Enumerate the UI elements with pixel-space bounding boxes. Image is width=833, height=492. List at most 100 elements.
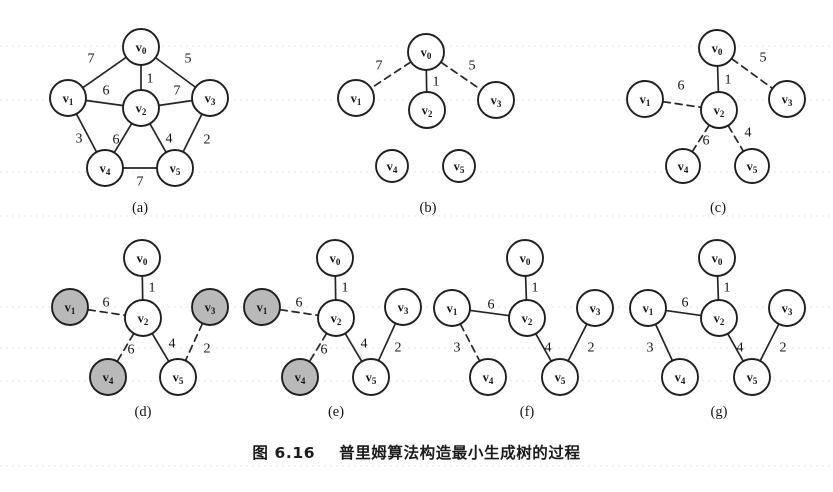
graph-node-label-v2: v2 bbox=[422, 104, 433, 120]
graph-node-v2 bbox=[124, 299, 162, 337]
graph-edge-v1-v2 bbox=[662, 100, 702, 109]
edge-group bbox=[370, 61, 482, 93]
graph-node-label-v5: v5 bbox=[170, 162, 181, 178]
graph-node-v1 bbox=[51, 288, 89, 326]
graph-node-label-v5: v5 bbox=[454, 160, 465, 176]
graph-node-label-v3: v3 bbox=[205, 92, 216, 108]
graph-edge-v2-v3 bbox=[158, 99, 193, 107]
edge-weight-label: 6 bbox=[321, 343, 328, 358]
panel-caption-b: (b) bbox=[420, 200, 437, 216]
graph-node-label-v5: v5 bbox=[173, 371, 184, 387]
graph-edge-v3-v5 bbox=[759, 323, 780, 362]
graph-edge-v0-v3 bbox=[440, 61, 482, 91]
graph-node-label-v1: v1 bbox=[447, 302, 458, 318]
graph-node-v3 bbox=[191, 288, 229, 326]
graph-node-label-v3: v3 bbox=[782, 302, 793, 318]
graph-node-label-v2: v2 bbox=[714, 312, 725, 328]
graph-edge-v2-v5 bbox=[727, 333, 744, 362]
graph-edge-v2-v4 bbox=[113, 123, 133, 153]
graph-node-label-v0: v0 bbox=[330, 252, 341, 268]
edge-weight-label: 3 bbox=[76, 132, 83, 147]
edge-group bbox=[662, 58, 773, 153]
graph-node-v0 bbox=[698, 29, 736, 67]
edge-weight-label: 2 bbox=[780, 341, 787, 356]
graph-node-v4 bbox=[89, 358, 127, 396]
graph-node-v4 bbox=[661, 358, 699, 396]
graph-edge-v3-v5 bbox=[184, 322, 204, 362]
graph-edge-v0-v1 bbox=[370, 61, 412, 89]
graph-node-label-v4: v4 bbox=[295, 371, 306, 387]
edge-weight-label: 1 bbox=[433, 75, 440, 90]
graph-edge-v3-v5 bbox=[567, 323, 588, 362]
edge-weight-label: 3 bbox=[647, 341, 654, 356]
graph-edge-v0-v2 bbox=[716, 275, 720, 301]
graph-node-v1 bbox=[337, 79, 375, 117]
graph-node-label-v5: v5 bbox=[555, 371, 566, 387]
graph-node-v5 bbox=[734, 148, 770, 184]
graph-node-v3 bbox=[768, 80, 806, 118]
edge-weight-label: 2 bbox=[588, 341, 595, 356]
graph-node-v1 bbox=[626, 80, 664, 118]
graph-node-label-v1: v1 bbox=[640, 93, 651, 109]
graph-node-label-v4: v4 bbox=[675, 371, 686, 387]
edge-weight-label: 2 bbox=[395, 341, 402, 356]
graph-node-v0 bbox=[123, 239, 161, 277]
edge-weight-label: 6 bbox=[128, 343, 135, 358]
edge-weight-label: 5 bbox=[469, 59, 476, 74]
graph-node-label-v0: v0 bbox=[136, 41, 147, 57]
edge-weight-label: 4 bbox=[169, 337, 176, 352]
edge-weight-label: 4 bbox=[361, 337, 368, 352]
graph-node-v2 bbox=[508, 299, 546, 337]
graph-node-v5 bbox=[733, 358, 771, 396]
graph-edge-v2-v5 bbox=[344, 333, 363, 362]
edge-weight-label: 6 bbox=[703, 134, 710, 149]
edge-weight-label: 4 bbox=[745, 126, 752, 141]
figure-caption: 图 6.16 普里姆算法构造最小生成树的过程 bbox=[252, 444, 581, 462]
graph-edge-v0-v2 bbox=[524, 275, 528, 301]
graph-node-v0 bbox=[316, 239, 354, 277]
graph-node-v2 bbox=[700, 91, 738, 129]
graph-node-label-v5: v5 bbox=[366, 371, 377, 387]
graph-node-v2 bbox=[317, 299, 355, 337]
graph-node-v4 bbox=[86, 149, 124, 187]
graph-node-label-v4: v4 bbox=[103, 371, 114, 387]
edge-weight-label: 4 bbox=[737, 341, 744, 356]
graph-node-label-v1: v1 bbox=[63, 92, 74, 108]
graph-node-v2 bbox=[122, 89, 160, 127]
edge-weight-label: 7 bbox=[174, 84, 181, 99]
edge-weight-label: 6 bbox=[103, 296, 110, 311]
graph-edge-v0-v2 bbox=[716, 65, 720, 93]
edge-weight-label: 7 bbox=[88, 52, 95, 67]
graph-node-label-v2: v2 bbox=[714, 104, 725, 120]
graph-node-v3 bbox=[477, 81, 515, 119]
edge-weight-label: 4 bbox=[545, 341, 552, 356]
graph-node-v1 bbox=[629, 289, 667, 327]
graph-edge-v3-v5 bbox=[182, 113, 203, 153]
edge-weight-label: 7 bbox=[137, 175, 144, 190]
graph-node-label-v0: v0 bbox=[137, 252, 148, 268]
graph-node-label-v0: v0 bbox=[421, 46, 432, 62]
graph-node-label-v3: v3 bbox=[590, 302, 601, 318]
graph-node-label-v0: v0 bbox=[712, 42, 723, 58]
graph-node-label-v2: v2 bbox=[331, 312, 342, 328]
edge-weight-label: 5 bbox=[185, 52, 192, 67]
panel-caption-e: (e) bbox=[328, 404, 344, 420]
edge-weight-label: 4 bbox=[166, 132, 173, 147]
panel-caption-g: (g) bbox=[711, 404, 728, 420]
panel-caption-c: (c) bbox=[710, 200, 726, 216]
graph-node-v1 bbox=[49, 79, 87, 117]
graph-node-v3 bbox=[768, 289, 806, 327]
graph-edge-v3-v5 bbox=[377, 322, 397, 362]
